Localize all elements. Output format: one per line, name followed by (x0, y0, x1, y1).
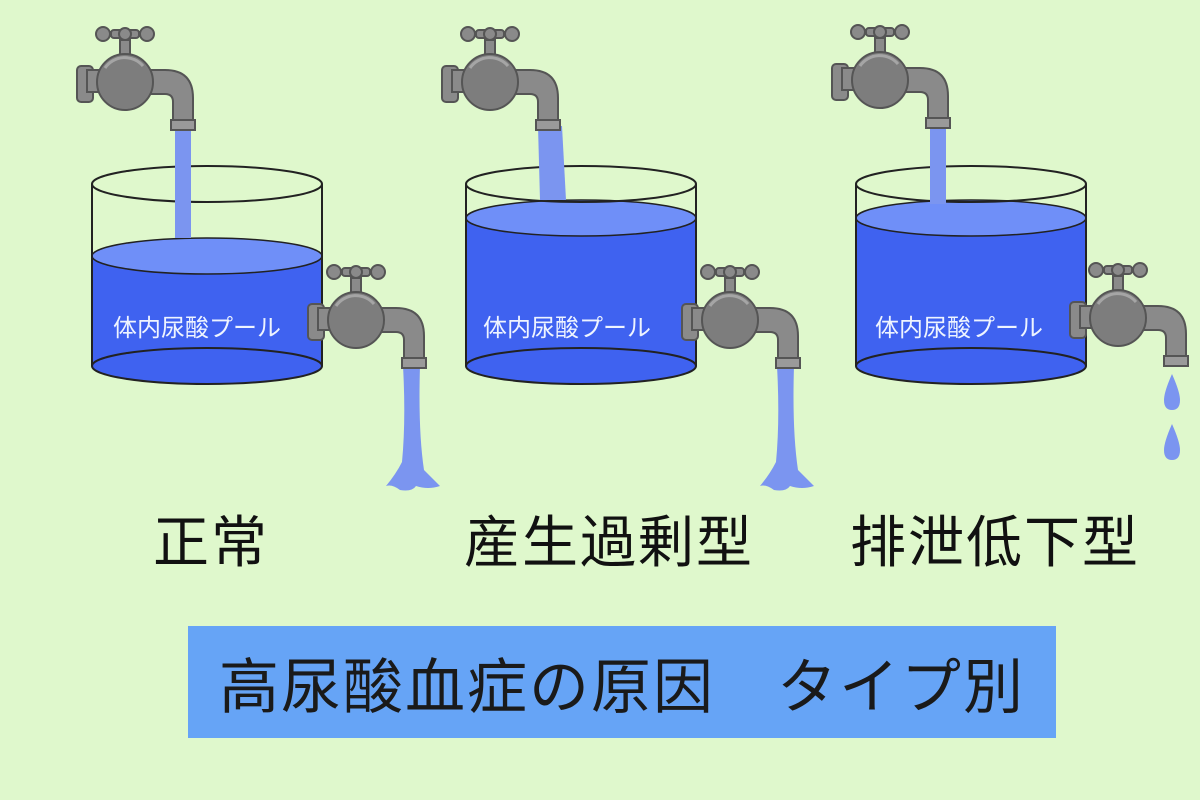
tank-rim (91, 165, 323, 203)
inflow-stream (538, 126, 566, 200)
tank-rim (855, 165, 1087, 203)
water-drop-icon (1164, 424, 1180, 460)
outflow-stream (760, 366, 814, 491)
water-surface (91, 237, 323, 275)
outflow-faucet-icon (1068, 261, 1190, 368)
type-label-underexcretion: 排泄低下型 (850, 511, 1140, 576)
pool-label: 体内尿酸プール (113, 314, 281, 342)
outflow-faucet-icon (306, 263, 428, 370)
inflow-faucet-icon (75, 25, 197, 132)
water-surface (855, 199, 1087, 237)
tank-normal (75, 25, 440, 491)
outflow-stream (386, 366, 440, 491)
type-label-normal: 正常 (153, 511, 269, 576)
pool-label: 体内尿酸プール (875, 314, 1043, 342)
tank-rim (465, 165, 697, 203)
pool-label: 体内尿酸プール (483, 314, 651, 342)
type-label-overproduction: 産生過剰型 (464, 511, 754, 576)
title-banner: 高尿酸血症の原因 タイプ別 (188, 626, 1056, 738)
inflow-stream (930, 124, 946, 204)
tank-overproduction (440, 25, 814, 491)
page-title: 高尿酸血症の原因 タイプ別 (219, 652, 1025, 723)
outflow-faucet-icon (680, 263, 802, 370)
pool-water (466, 218, 696, 366)
water-surface (465, 199, 697, 237)
tank-underexcretion (830, 23, 1190, 460)
inflow-faucet-icon (440, 25, 562, 132)
inflow-faucet-icon (830, 23, 952, 130)
inflow-stream (175, 126, 191, 238)
water-drop-icon (1164, 374, 1180, 410)
pool-water (856, 218, 1086, 366)
